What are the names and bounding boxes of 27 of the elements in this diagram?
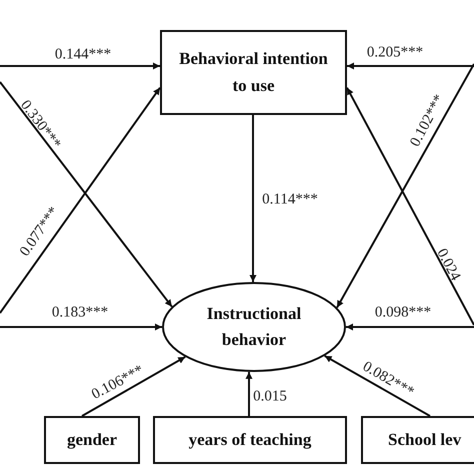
arrow	[347, 62, 474, 70]
arrow	[324, 354, 430, 417]
variable-box	[153, 416, 347, 464]
edge-label: 0.205***	[366, 46, 424, 60]
edge-label: 0.024	[433, 246, 463, 284]
arrow	[0, 62, 160, 70]
edge-label: 0.114***	[262, 192, 318, 208]
arrow	[250, 115, 256, 282]
edge-label: 0.183***	[52, 306, 108, 320]
arrow	[346, 324, 474, 330]
arrow	[346, 87, 474, 326]
node-label: years of teaching	[188, 428, 312, 451]
arrow	[246, 372, 252, 416]
arrow	[336, 64, 474, 308]
node-label: Instructional behavior	[206, 302, 302, 351]
arrow	[82, 356, 186, 417]
variable-box	[361, 416, 474, 464]
edge-label: 0.098***	[374, 306, 432, 320]
node-label: Behavioral intention to use	[178, 48, 328, 96]
ellipse-node	[162, 282, 346, 372]
arrow	[0, 324, 162, 330]
variable-box	[160, 30, 347, 115]
node-label: School lev	[388, 428, 462, 451]
variable-box	[44, 416, 140, 464]
edge-label: 0.144***	[54, 48, 112, 62]
edge-label: 0.015	[253, 390, 287, 404]
node-label: gender	[66, 428, 118, 451]
